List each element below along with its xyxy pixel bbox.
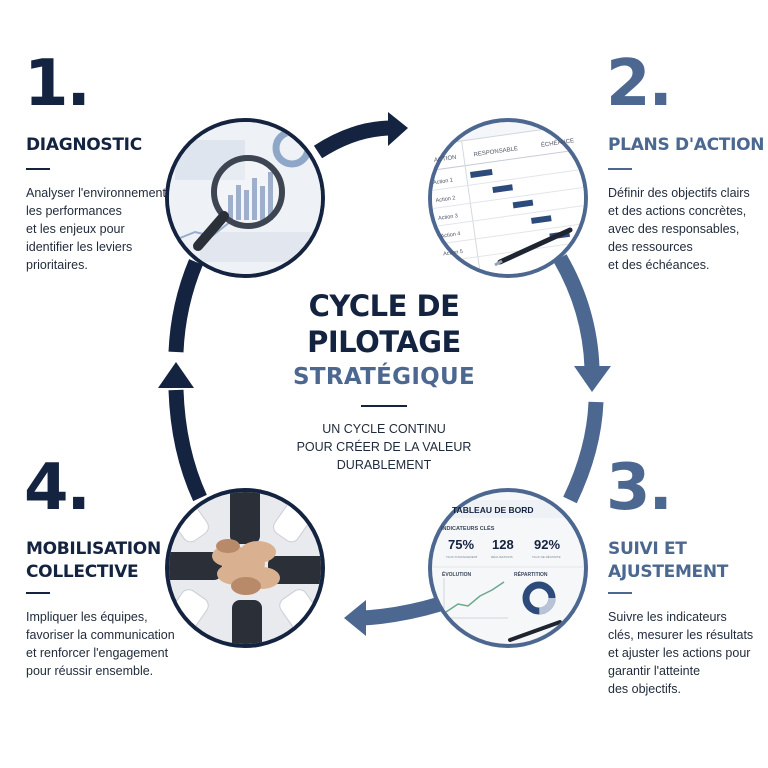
kpi-value-2: 128 bbox=[492, 537, 514, 552]
plans-illustration bbox=[428, 118, 588, 278]
plan-row-5: Action 5 bbox=[443, 249, 464, 258]
kpi-caption-1: TAUX D'AVANCEMENT bbox=[446, 555, 478, 559]
step-1-title: DIAGNOSTIC bbox=[26, 135, 142, 155]
arrow-plans-to-suivi bbox=[553, 254, 611, 504]
step-1-divider bbox=[26, 168, 50, 170]
center-tagline: UN CYCLE CONTINU POUR CRÉER DE LA VALEUR… bbox=[296, 422, 472, 472]
step-2-divider bbox=[608, 168, 632, 170]
plan-row-1: Action 1 bbox=[433, 178, 454, 187]
step-3-number: 3. bbox=[606, 451, 673, 525]
center-title: CYCLE DE PILOTAGE bbox=[307, 289, 461, 359]
step-2-title: PLANS D'ACTION bbox=[608, 135, 765, 155]
kpi-caption-3: TAUX DE RÉUSSITE bbox=[532, 554, 561, 559]
plan-header-echeance: ÉCHÉANCE bbox=[541, 137, 575, 149]
step-4-description: Impliquer les équipes, favoriser la comm… bbox=[26, 610, 175, 678]
plan-header-action: ACTION bbox=[434, 155, 457, 164]
step-4-number: 4. bbox=[24, 451, 91, 525]
step-4-title: MOBILISATION COLLECTIVE bbox=[26, 539, 161, 582]
step-3-divider bbox=[608, 592, 632, 594]
step-2-description: Définir des objectifs clairs et des acti… bbox=[608, 186, 750, 272]
kpi-value-3: 92% bbox=[534, 537, 560, 552]
center-subtitle: STRATÉGIQUE bbox=[292, 364, 476, 390]
dashboard-title: TABLEAU DE BORD bbox=[452, 505, 534, 515]
kpi-value-1: 75% bbox=[448, 537, 474, 552]
plan-row-4: Action 4 bbox=[440, 231, 461, 240]
evolution-label: ÉVOLUTION bbox=[442, 570, 472, 578]
arrow-diagnostic-to-plans bbox=[313, 112, 408, 159]
step-3-title: SUIVI ET AJUSTEMENT bbox=[608, 539, 729, 582]
step-4-divider bbox=[26, 592, 50, 594]
step-1-number: 1. bbox=[24, 47, 91, 121]
step-1-description: Analyser l'environnement, les performanc… bbox=[26, 186, 170, 272]
kpi-caption-2: RÉALISATIONS bbox=[491, 554, 513, 559]
step-3-description: Suivre les indicateurs clés, mesurer les… bbox=[608, 610, 754, 696]
step-2-number: 2. bbox=[606, 47, 673, 121]
dashboard-kpi-heading: INDICATEURS CLÉS bbox=[441, 524, 495, 532]
diagnostic-illustration bbox=[165, 118, 325, 278]
repartition-label: RÉPARTITION bbox=[514, 570, 548, 578]
dashboard-texts: TABLEAU DE BORD INDICATEURS CLÉS 75% 128… bbox=[441, 505, 561, 578]
dashboard-illustration bbox=[428, 488, 588, 648]
plan-row-2: Action 2 bbox=[435, 195, 456, 204]
arrow-suivi-to-mobilisation bbox=[344, 596, 443, 636]
arrow-mobilisation-to-diagnostic bbox=[158, 259, 207, 502]
plan-row-3: Action 3 bbox=[438, 213, 459, 222]
mobilisation-illustration bbox=[165, 488, 325, 648]
center-divider bbox=[361, 405, 407, 407]
